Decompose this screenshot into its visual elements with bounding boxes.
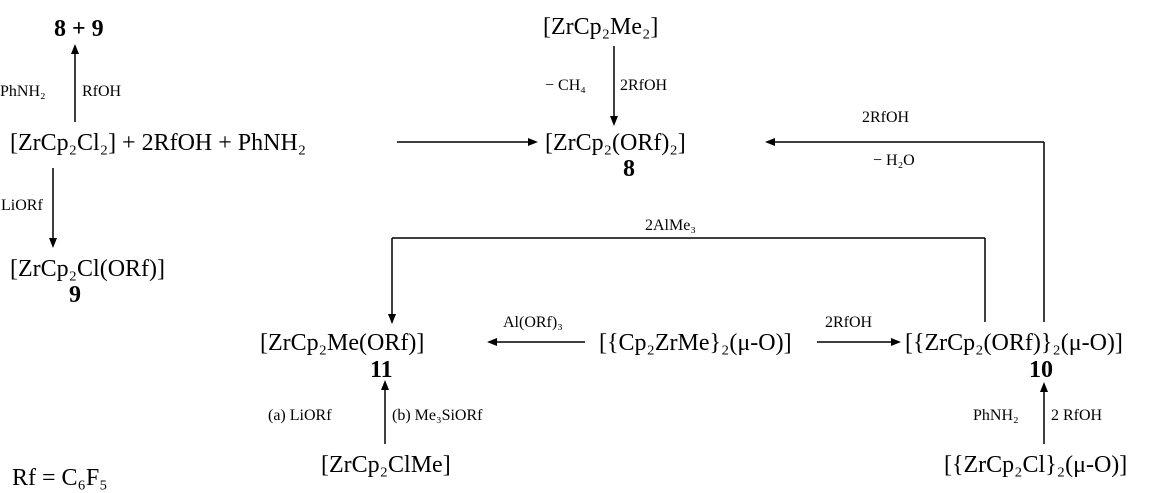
compound-zrcp2clme: [ZrCp₂ClMe] (321, 452, 451, 478)
arrow-down-to-9 (49, 168, 57, 248)
reagent-2rfoh-right: 2RfOH (862, 109, 910, 126)
compound-zrcp2-orf2: [ZrCp₂(ORf)₂] (545, 130, 686, 156)
reagent-b-me3siorf: (b) Me₃SiORf (392, 407, 483, 424)
arrow-up-to-11 (381, 380, 389, 444)
arrow-mu-o-to-10 (817, 338, 901, 346)
reagent-al-orf3: Al(ORf)₃ (503, 314, 563, 331)
compound-cp2zrme-mu-o: [{Cp₂ZrMe}₂(μ-O)] (599, 330, 792, 356)
compound-zrcp2cl-orf: [ZrCp₂Cl(ORf)] (10, 256, 165, 282)
reagent-2alme3: 2AlMe₃ (645, 217, 696, 234)
products-8-and-9: 8 + 9 (54, 16, 104, 42)
arrow-10-to-11-almee3 (388, 237, 986, 324)
compound-zrcp2-orf-mu-o: [{ZrCp₂(ORf)}₂(μ-O)] (905, 330, 1123, 356)
compound-zrcp2cl-mu-o: [{ZrCp₂Cl}₂(μ-O)] (944, 452, 1127, 478)
compound-zrcp2cl2-mixture: [ZrCp₂Cl₂] + 2RfOH + PhNH₂ (10, 130, 306, 156)
reagent-2rfoh-down: 2RfOH (620, 77, 668, 94)
reagent-phnh2-left: PhNH₂ (0, 83, 46, 100)
compound-zrcp2me-orf: [ZrCp₂Me(ORf)] (260, 330, 424, 356)
arrow-up-to-8-9 (71, 44, 79, 122)
reagent-minus-h2o: − H₂O (873, 152, 915, 169)
compound-number-10: 10 (1029, 357, 1053, 383)
compound-zrcp2me2: [ZrCp₂Me₂] (543, 14, 658, 40)
compound-number-11: 11 (370, 357, 393, 383)
reagent-2rfoh-mu: 2RfOH (825, 314, 873, 331)
arrow-mu-o-to-11 (487, 338, 585, 346)
reagent-liorf: LiORf (1, 197, 43, 214)
compound-number-8: 8 (623, 156, 635, 182)
arrow-down-to-8 (610, 46, 618, 126)
arrow-mixture-to-8 (397, 138, 538, 146)
arrow-10-to-8 (765, 138, 1045, 322)
reagent-2-rfoh-space: 2 RfOH (1051, 407, 1103, 424)
arrow-up-to-10 (1040, 382, 1048, 444)
footnote-rf-definition: Rf = C₆F₅ (12, 465, 108, 491)
reagent-a-liorf: (a) LiORf (268, 407, 332, 424)
compound-number-9: 9 (69, 282, 81, 308)
reagent-minus-ch4: − CH₄ (545, 77, 586, 94)
reagent-phnh2-right: PhNH₂ (973, 407, 1019, 424)
reagent-rfoh-top: RfOH (82, 83, 122, 100)
